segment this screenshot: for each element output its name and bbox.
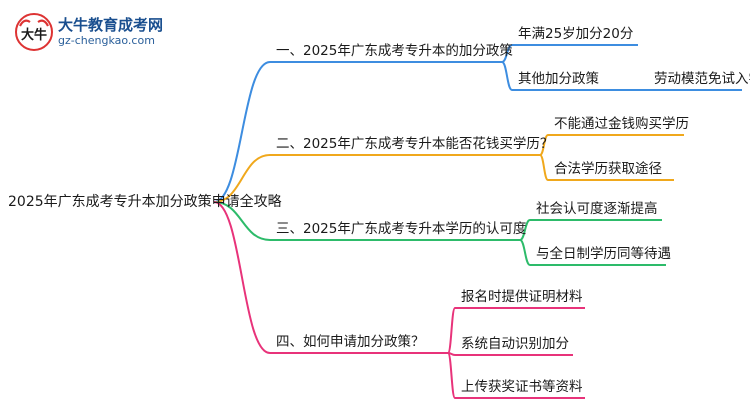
branch-1-child-1-label: 年满25岁加分20分 [518,26,634,42]
connector-branch-2-child-2 [539,154,549,181]
branch-4-label: 四、如何申请加分政策？ [276,334,425,350]
connector-branch-3-child-2 [519,239,531,266]
mindmap-root: 2025年广东成考专升本加分政策申请全攻略 [8,194,282,210]
logo-badge-text: 大牛 [21,27,47,43]
branch-4-child-2-label: 系统自动识别加分 [461,336,569,352]
branch-1-label: 一、2025年广东成考专升本的加分政策 [276,43,513,59]
logo-title: 大牛教育成考网 [58,16,164,34]
connector-branch-4-child-1 [447,307,456,354]
connector-branch-2 [213,154,271,203]
branch-3-child-2-label: 与全日制学历同等待遇 [536,246,671,262]
connector-branch-3 [213,201,271,241]
logo-url: gz-chengkao.com [58,34,155,47]
branch-3-child-1-label: 社会认可度逐渐提高 [536,201,658,217]
site-logo[interactable]: 大牛 大牛教育成考网 gz-chengkao.com [14,12,184,52]
connector-branch-1 [213,61,271,203]
connector-branch-1-child-2 [501,61,513,91]
branch-1-child-2-label: 其他加分政策 [518,71,599,87]
branch-2-label: 二、2025年广东成考专升本能否花钱买学历？ [276,136,554,152]
connector-branch-4-child-3 [447,352,456,399]
branch-2-child-1-label: 不能通过金钱购买学历 [554,116,689,132]
branch-2-child-2-label: 合法学历获取途径 [554,161,662,177]
branch-4-child-1-label: 报名时提供证明材料 [461,289,583,305]
connector-branch-4 [213,201,271,354]
branch-4-child-3-label: 上传获奖证书等资料 [461,379,583,395]
branch-3-label: 三、2025年广东成考专升本学历的认可度 [276,221,527,237]
bull-logo-icon: 大牛 [15,13,53,51]
branch-1-child-2-sub-1-label: 劳动模范免试入学 [654,71,750,87]
